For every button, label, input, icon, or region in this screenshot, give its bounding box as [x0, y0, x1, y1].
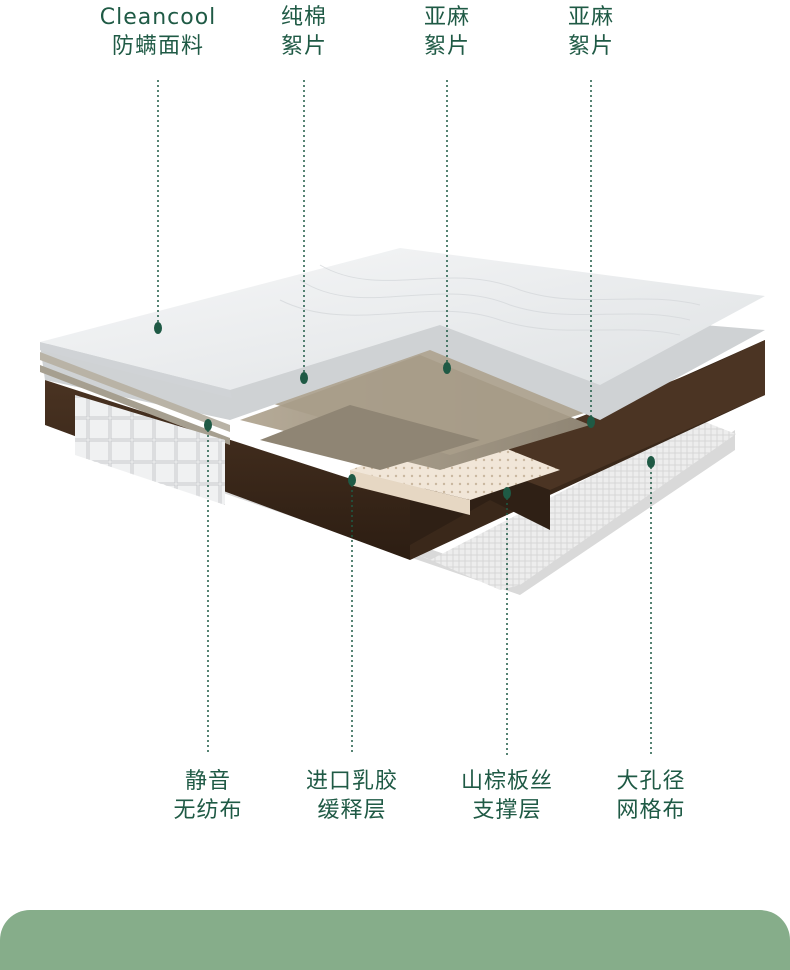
label-linen-batting-2: 亚麻 絮片 [551, 3, 631, 61]
label-line: 防螨面料 [88, 32, 228, 61]
label-line: 支撑层 [447, 796, 567, 825]
label-line: 无纺布 [158, 796, 258, 825]
marker-dot-cotton [300, 372, 308, 384]
marker-dot-mesh [647, 456, 655, 468]
marker-dot-coir [503, 487, 511, 499]
label-line: 亚麻 [407, 3, 487, 32]
bottom-green-band [0, 910, 790, 970]
label-linen-batting-1: 亚麻 絮片 [407, 3, 487, 61]
label-line: 静音 [158, 767, 258, 796]
label-silent-nonwoven: 静音 无纺布 [158, 767, 258, 825]
label-line: 絮片 [551, 32, 631, 61]
label-cotton-batting: 纯棉 絮片 [264, 3, 344, 61]
marker-dot-latex [348, 474, 356, 486]
label-line: 进口乳胶 [292, 767, 412, 796]
label-line: 缓释层 [292, 796, 412, 825]
label-line: 亚麻 [551, 3, 631, 32]
label-latex-layer: 进口乳胶 缓释层 [292, 767, 412, 825]
marker-dot-fabric [154, 322, 162, 334]
marker-dot-nonwoven [204, 419, 212, 431]
label-coir-support: 山棕板丝 支撑层 [447, 767, 567, 825]
label-line: Cleancool [88, 3, 228, 32]
label-line: 山棕板丝 [447, 767, 567, 796]
label-line: 絮片 [264, 32, 344, 61]
label-line: 大孔径 [601, 767, 701, 796]
label-line: 絮片 [407, 32, 487, 61]
label-cleancool-fabric: Cleancool 防螨面料 [88, 3, 228, 61]
marker-dot-linen-1 [443, 362, 451, 374]
label-line: 纯棉 [264, 3, 344, 32]
label-line: 网格布 [601, 796, 701, 825]
label-mesh-cloth: 大孔径 网格布 [601, 767, 701, 825]
marker-dot-linen-2 [587, 416, 595, 428]
